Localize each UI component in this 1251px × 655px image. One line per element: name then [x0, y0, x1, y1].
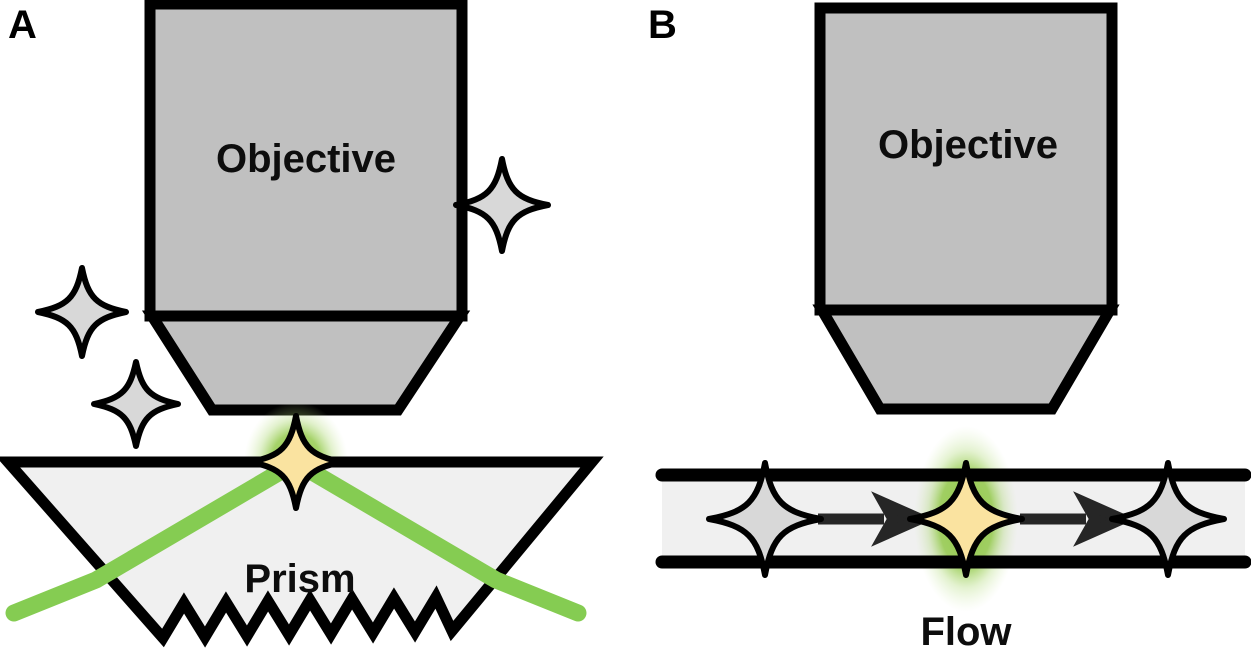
prism-body[interactable]	[0, 456, 604, 648]
particle-gray-2	[35, 265, 129, 359]
particle-yellow-focus-b	[907, 460, 1025, 578]
particle-gray-right	[1109, 460, 1227, 578]
particle-gray-left	[706, 460, 824, 578]
particle-yellow-focus-a	[247, 413, 345, 511]
objective-assembly-a[interactable]: Objective	[141, 0, 471, 416]
particle-gray-1	[453, 156, 551, 254]
objective-body-a[interactable]	[144, 0, 468, 322]
flow-arrow-left	[818, 491, 934, 547]
flow-label: Flow	[920, 610, 1012, 654]
excitation-beam-out	[293, 457, 587, 622]
objective-assembly-b[interactable]: Objective	[812, 2, 1120, 415]
excitation-beam-in	[5, 457, 299, 622]
objective-nosepiece-b[interactable]	[812, 304, 1120, 415]
panel-b: B Objective Flow	[648, 2, 1251, 654]
flow-arrow-right	[1020, 491, 1136, 547]
panel-a: A Objective Prism	[0, 0, 604, 648]
objective-body-b[interactable]	[814, 2, 1118, 316]
prism-label: Prism	[244, 557, 355, 601]
objective-nosepiece-a[interactable]	[141, 310, 471, 416]
panel-a-letter: A	[8, 3, 37, 47]
panel-b-letter: B	[648, 3, 677, 47]
objective-label-a: Objective	[216, 137, 396, 181]
particle-gray-3	[91, 359, 181, 449]
objective-label-b: Objective	[878, 123, 1058, 167]
